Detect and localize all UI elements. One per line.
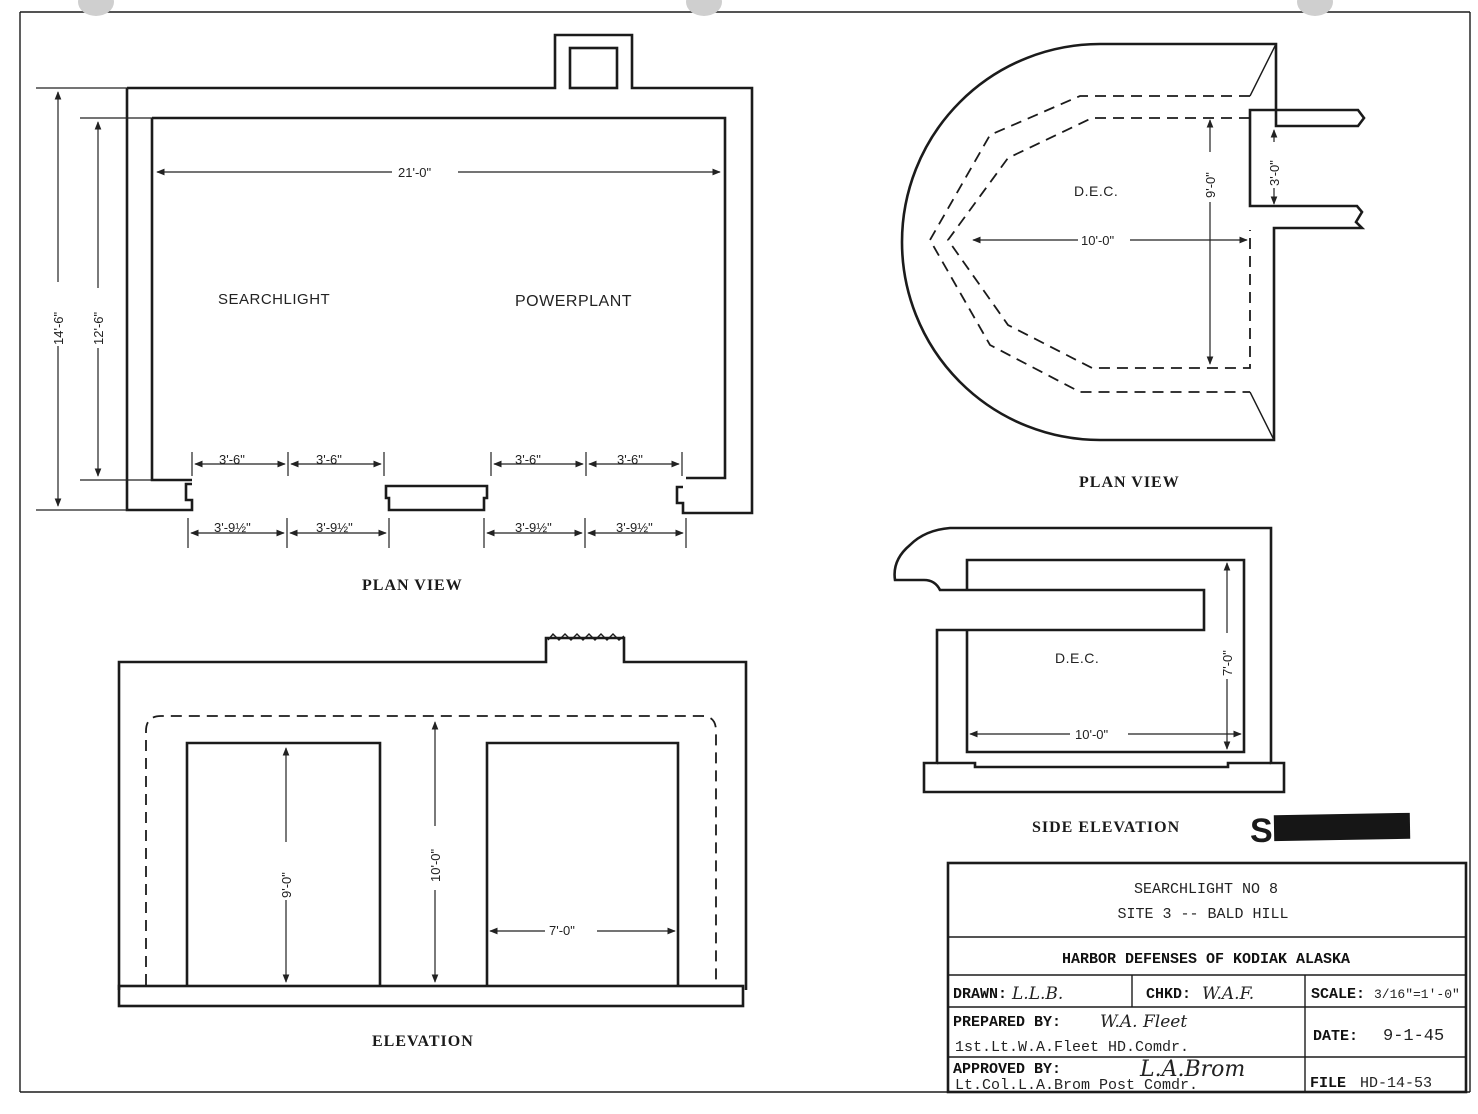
plan-view-main [125, 33, 754, 515]
organization-name: HARBOR DEFENSES OF KODIAK ALASKA [1062, 951, 1350, 968]
title-block [946, 861, 1468, 1094]
dim-side-width-text: 10'-0" [1075, 727, 1109, 742]
dim-inner-height-text: 12'-6" [91, 311, 106, 345]
dim-door-width-text: 7'-0" [549, 923, 575, 938]
door-dims-upper [191, 452, 683, 476]
file-label: FILE [1310, 1075, 1346, 1092]
scale-value: 3/16"=1'-0" [1374, 987, 1460, 1002]
dim-dec-width-text: 10'-0" [1081, 233, 1115, 248]
door-dim-lower-2: 3'-9½" [316, 520, 353, 535]
title-line-2: SITE 3 -- BALD HILL [1117, 906, 1288, 923]
approved-signature: L.A.Brom [1139, 1057, 1245, 1082]
dim-outer-height-text: 14'-6" [51, 311, 66, 345]
door-dim-upper-2: 3'-6" [316, 452, 342, 467]
door-dim-upper-3: 3'-6" [515, 452, 541, 467]
dim-dec-height-text: 9'-0" [1203, 172, 1218, 198]
file-value: HD-14-53 [1360, 1075, 1432, 1092]
drawn-label: DRAWN: [953, 986, 1007, 1003]
door-dim-lower-1: 3'-9½" [214, 520, 251, 535]
dim-side-height-text: 7'-0" [1220, 650, 1235, 676]
drawn-value: L.L.B. [1011, 984, 1063, 1004]
approved-name: Lt.Col.L.A.Brom Post Comdr. [955, 1077, 1198, 1094]
side-elevation-title: SIDE ELEVATION [1032, 819, 1180, 836]
scale-label: SCALE: [1311, 986, 1365, 1003]
prepared-label: PREPARED BY: [953, 1014, 1061, 1031]
title-line-1: SEARCHLIGHT NO 8 [1134, 881, 1278, 898]
plan-view-title: PLAN VIEW [362, 577, 463, 594]
dec-side-label: D.E.C. [1055, 650, 1099, 666]
elevation-main [117, 632, 748, 1008]
door-dim-upper-1: 3'-6" [219, 452, 245, 467]
dec-plan-label: D.E.C. [1074, 183, 1118, 199]
dim-elevation-height-text: 10'-0" [428, 848, 443, 882]
date-label: DATE: [1313, 1028, 1358, 1045]
elevation-title: ELEVATION [372, 1033, 474, 1050]
dim-width-text: 21'-0" [398, 165, 432, 180]
approved-label: APPROVED BY: [953, 1061, 1061, 1078]
searchlight-room-label: SEARCHLIGHT [218, 291, 330, 308]
door-dims-lower [187, 518, 687, 548]
date-value: 9-1-45 [1383, 1027, 1444, 1046]
prepared-name: 1st.Lt.W.A.Fleet HD.Comdr. [955, 1039, 1189, 1056]
plan-view-dec [900, 42, 1366, 442]
dim-passage-text: 3'-0" [1267, 160, 1282, 186]
dim-door-height-text: 9'-0" [279, 872, 294, 898]
door-dim-lower-3: 3'-9½" [515, 520, 552, 535]
prepared-signature: W.A. Fleet [1100, 1012, 1187, 1032]
security-stamp: S [1250, 812, 1273, 850]
redaction-bar [1273, 812, 1411, 842]
sheet-border [19, 0, 1471, 1093]
checked-label: CHKD: [1146, 986, 1191, 1003]
side-elevation [893, 526, 1286, 794]
checked-value: W.A.F. [1202, 984, 1254, 1004]
powerplant-room-label: POWERPLANT [515, 293, 632, 310]
door-dim-upper-4: 3'-6" [617, 452, 643, 467]
door-dim-lower-4: 3'-9½" [616, 520, 653, 535]
dec-plan-title: PLAN VIEW [1079, 474, 1180, 491]
